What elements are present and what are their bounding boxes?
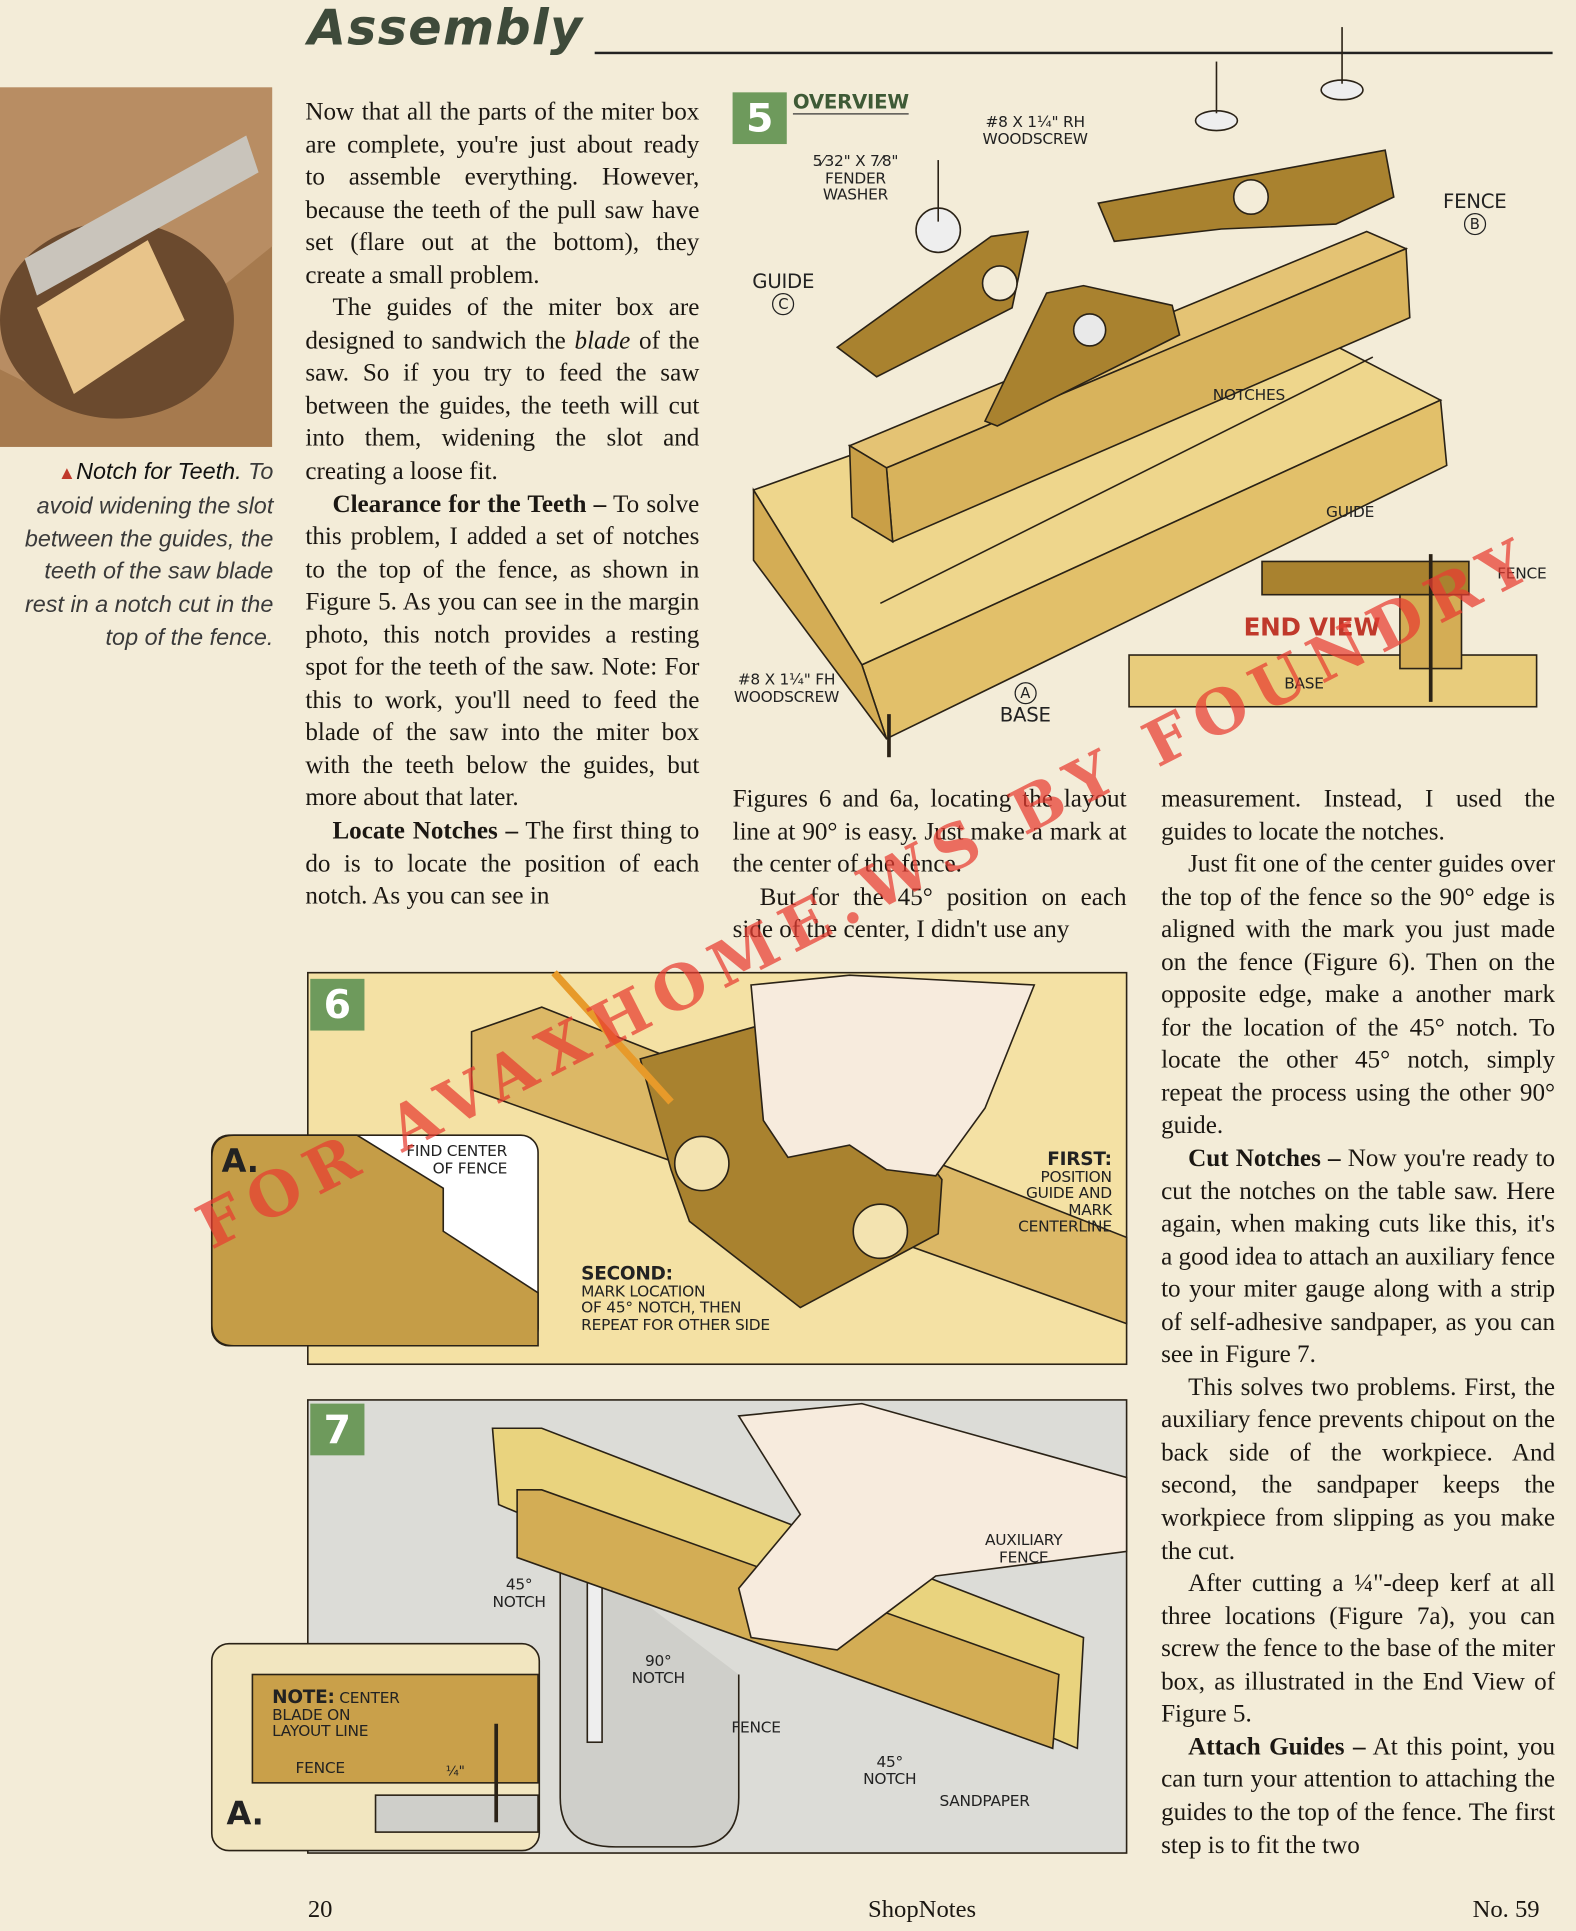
label: 45° <box>505 1574 533 1594</box>
paragraph: The guides of the miter box are designed… <box>305 292 699 488</box>
figure-7-drawing <box>210 1399 1128 1854</box>
label: OF 45° NOTCH, THEN <box>581 1297 742 1317</box>
figure-5-badge: 5 <box>732 92 787 145</box>
emphasis: blade <box>574 327 631 355</box>
label: #8 x 1¼" Fh <box>737 669 836 689</box>
label: 45° <box>876 1752 903 1771</box>
figure-5-drawing <box>752 27 1538 758</box>
part-letter: C <box>772 293 795 316</box>
saw-notch-photo <box>0 87 273 447</box>
label: AUXILIARY <box>985 1530 1063 1549</box>
issue-number: No. 59 <box>1472 1896 1540 1924</box>
label: WOODSCREW <box>982 128 1088 148</box>
label: CENTER <box>339 1688 400 1707</box>
paragraph: Now that all the parts of the miter box … <box>305 98 700 290</box>
paragraph: Attach Guides – At this point, you can t… <box>1161 1731 1555 1862</box>
label: 5⁄32" x 7⁄8" <box>812 151 899 170</box>
label: FENCE <box>1497 563 1547 583</box>
run-in-heading: Attach Guides – <box>1188 1733 1366 1761</box>
label: BASE <box>999 703 1051 727</box>
paragraph: After cutting a ¼"-deep kerf at all thre… <box>1161 1569 1556 1728</box>
label: NOTCHES <box>1212 385 1286 404</box>
inset-letter: a. <box>226 1796 264 1834</box>
column-2: Figures 6 and 6a, locating the layout li… <box>733 783 1127 946</box>
label: GUIDE <box>752 269 815 294</box>
paragraph: Clearance for the Teeth – To solve this … <box>305 488 699 815</box>
label: FIRST: <box>1047 1147 1112 1170</box>
label: 90° <box>644 1651 672 1670</box>
part-letter: A <box>1014 682 1037 705</box>
title-rule <box>594 51 1553 55</box>
label: OF FENCE <box>432 1157 508 1177</box>
run-in-heading: Locate Notches – <box>332 817 519 845</box>
label: NOTCH <box>631 1667 685 1687</box>
paragraph: Locate Notches – The first thing to do i… <box>305 815 699 913</box>
paragraph: Just fit one of the center guides over t… <box>1161 850 1556 1140</box>
text: The first thing to do is to locate the p… <box>305 817 700 911</box>
text: of the saw. So if you try to feed the sa… <box>305 327 700 486</box>
paragraph: Cut Notches – Now you're ready to cut th… <box>1161 1143 1555 1372</box>
label: FENCE <box>999 1547 1049 1566</box>
magazine-name: ShopNotes <box>868 1896 977 1924</box>
label: NOTCH <box>863 1768 917 1788</box>
label: GUIDE <box>1326 502 1375 521</box>
text: Now you're ready to cut the notches on t… <box>1161 1145 1556 1369</box>
label: LAYOUT LINE <box>272 1721 369 1740</box>
label: NOTE: <box>272 1685 335 1708</box>
label: FENCE <box>295 1758 346 1777</box>
column-3: measurement. Instead, I used the guides … <box>1161 783 1555 1862</box>
part-letter: B <box>1463 213 1486 236</box>
text: At this point, you can turn your attenti… <box>1161 1733 1556 1859</box>
caption-text: To avoid widening the slot between the g… <box>24 459 274 652</box>
page-title: Assembly <box>307 0 584 57</box>
label: POSITION <box>1040 1166 1113 1186</box>
label: FIND CENTER <box>406 1141 508 1160</box>
text: To solve this problem, I added a set of … <box>305 490 700 812</box>
text: The guides of the miter box are designed… <box>305 294 700 355</box>
label: MARK <box>1068 1199 1112 1219</box>
margin-caption: ▲Notch for Teeth. To avoid widening the … <box>24 457 274 656</box>
paragraph: This solves two problems. First, the aux… <box>1161 1373 1556 1565</box>
figure-6-badge: 6 <box>310 978 365 1031</box>
label: FENDER <box>824 168 886 187</box>
label: #8 x 1¼" Rh <box>985 112 1086 131</box>
label: SECOND: <box>581 1262 673 1285</box>
label: BLADE ON <box>272 1704 351 1724</box>
label: REPEAT FOR OTHER SIDE <box>581 1314 770 1333</box>
triangle-icon: ▲ <box>57 462 77 484</box>
label: NOTCH <box>492 1591 546 1610</box>
label: BASE <box>1284 673 1324 692</box>
label: CENTERLINE <box>1018 1216 1112 1235</box>
label: WASHER <box>822 184 889 204</box>
label: GUIDE AND <box>1025 1183 1112 1202</box>
run-in-heading: Cut Notches – <box>1188 1145 1341 1173</box>
caption-title: Notch for Teeth. <box>76 459 242 486</box>
end-view-label: END VIEW <box>1243 611 1381 642</box>
label: FENCE <box>1443 189 1507 214</box>
column-1: Now that all the parts of the miter box … <box>305 96 699 913</box>
label: WOODSCREW <box>733 686 840 705</box>
label: FENCE <box>731 1717 781 1737</box>
label: ¼" <box>445 1763 465 1780</box>
paragraph: But for the 45° position on each side of… <box>732 883 1127 944</box>
figure-5-title: OVERVIEW <box>792 89 909 115</box>
figure-7-badge: 7 <box>310 1403 365 1456</box>
paragraph: measurement. Instead, I used the guides … <box>1161 785 1556 846</box>
paragraph: Figures 6 and 6a, locating the layout li… <box>732 785 1127 878</box>
label: SANDPAPER <box>939 1791 1030 1810</box>
figure-6-drawing <box>210 970 1128 1366</box>
run-in-heading: Clearance for the Teeth – <box>332 490 607 518</box>
inset-letter: a. <box>221 1143 259 1181</box>
label: MARK LOCATION <box>581 1281 706 1300</box>
page-number: 20 <box>307 1896 333 1924</box>
